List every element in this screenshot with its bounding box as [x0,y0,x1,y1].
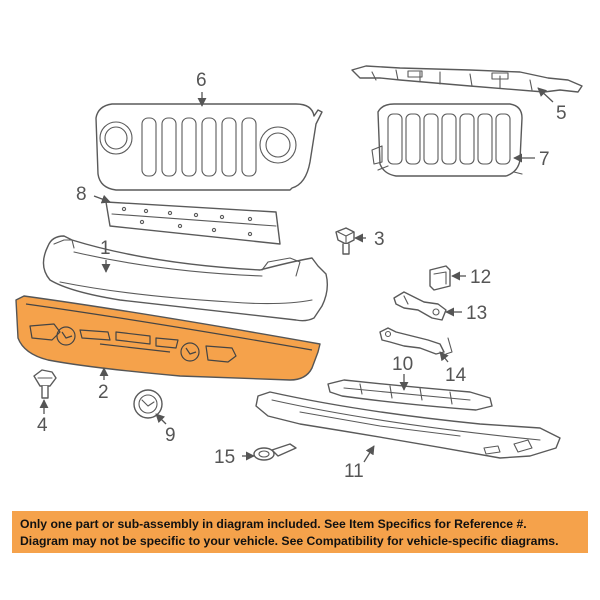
callout-12: 12 [470,267,491,288]
part-11-skid-plate [255,391,561,459]
part-14-bracket [379,327,453,355]
disclaimer-banner: Only one part or sub-assembly in diagram… [12,511,588,553]
part-10-lower-support [327,379,493,411]
callout-11: 11 [344,461,364,482]
callout-9: 9 [165,425,176,446]
callout-2: 2 [98,382,109,403]
part-8-reinforcement-bar [105,201,281,245]
part-2-lower-valance-highlighted [15,295,321,381]
part-3-fastener [335,227,355,255]
callout-14: 14 [445,365,467,386]
part-12-clip [429,265,451,291]
leader-lines [39,87,554,463]
part-13-bracket [393,291,447,321]
part-7-grille-insert [371,103,523,177]
callout-3: 3 [374,229,385,250]
callout-6: 6 [196,70,207,91]
callout-10: 10 [392,354,413,375]
callout-4: 4 [37,415,48,436]
part-1-bumper-cover [42,235,329,322]
callout-13: 13 [466,303,487,324]
part-5-upper-bracket [351,65,583,93]
disclaimer-line-2: Diagram may not be specific to your vehi… [20,534,559,548]
part-6-grille [95,103,323,191]
part-15-tow-hook [253,443,297,461]
callout-15: 15 [214,447,235,468]
callout-5: 5 [556,103,567,124]
callout-1: 1 [100,238,111,259]
disclaimer-line-1: Only one part or sub-assembly in diagram… [20,517,527,531]
part-9-fog-lamp-cover [133,389,163,419]
callout-8: 8 [76,184,87,205]
part-4-push-pin [33,369,57,399]
callout-7: 7 [539,149,550,170]
